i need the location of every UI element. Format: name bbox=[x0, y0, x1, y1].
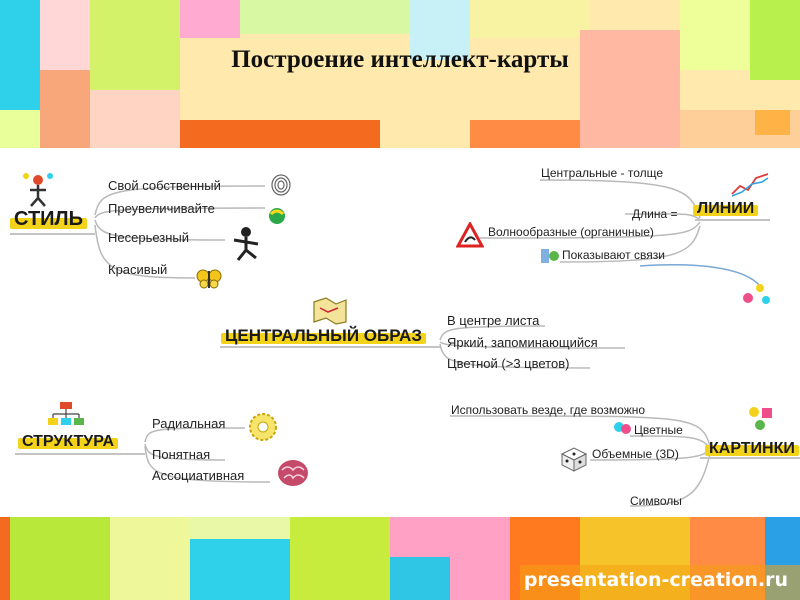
hub-lines: ЛИНИИ bbox=[693, 200, 759, 218]
hearts-icon bbox=[743, 284, 770, 304]
pictures-branch-3d: Объемные (3D) bbox=[592, 447, 679, 461]
structure-branch-clear: Понятная bbox=[152, 447, 211, 462]
globe-icon bbox=[269, 208, 285, 224]
pictures-branch-everywhere: Использовать везде, где возможно bbox=[451, 403, 646, 417]
pictures-collage-icon bbox=[749, 407, 772, 430]
watermark-text: presentation-creation.ru bbox=[523, 569, 788, 591]
pictures-branch-symbols: Символы bbox=[630, 494, 682, 508]
style-branch-beautiful: Красивый bbox=[108, 262, 168, 277]
hub-central-image: ЦЕНТРАЛЬНЫЙ ОБРАЗ bbox=[221, 326, 426, 346]
structure-branch-associative: Ассоциативная bbox=[152, 468, 245, 483]
structure-branch-radial: Радиальная bbox=[152, 416, 226, 431]
juggler-icon bbox=[23, 173, 53, 207]
central-branch-center: В центре листа bbox=[447, 313, 540, 328]
pictures-branch-colored: Цветные bbox=[634, 423, 683, 437]
chart-icon bbox=[731, 173, 769, 197]
dice-icon bbox=[560, 447, 588, 472]
central-branch-colored: Цветной (>3 цветов) bbox=[447, 356, 570, 371]
road-sign-icon bbox=[456, 222, 484, 248]
hub-style: СТИЛЬ bbox=[10, 208, 87, 231]
butterfly-icon bbox=[196, 269, 222, 289]
lines-branch-length: Длина = bbox=[632, 207, 678, 221]
style-branch-own: Свой собственный bbox=[108, 178, 221, 193]
central-branch-bright: Яркий, запоминающийся bbox=[447, 335, 598, 350]
links-icon bbox=[541, 249, 559, 263]
mind-map: СТИЛЬ Свой собственный Преувеличивайте Н… bbox=[0, 150, 800, 515]
funny-figure-icon bbox=[233, 227, 259, 261]
lines-branch-links: Показывают связи bbox=[562, 248, 665, 262]
fingerprint-icon bbox=[271, 174, 291, 196]
slide-title: Построение интеллект-карты bbox=[231, 46, 569, 73]
lines-branch-wavy: Волнообразные (органичные) bbox=[488, 225, 654, 239]
style-branch-exaggerate: Преувеличивайте bbox=[108, 201, 215, 216]
branch-lines bbox=[10, 179, 800, 507]
lines-branch-central: Центральные - толще bbox=[541, 166, 664, 180]
hub-structure: СТРУКТУРА bbox=[18, 433, 119, 451]
title-band bbox=[0, 0, 800, 148]
hierarchy-icon bbox=[48, 402, 84, 425]
style-branch-nonserious: Несерьезный bbox=[108, 230, 190, 245]
bottom-band: presentation-creation.ru bbox=[0, 517, 800, 600]
balloons-icon bbox=[614, 422, 631, 434]
brain-icon bbox=[278, 460, 308, 486]
radial-icon bbox=[249, 413, 277, 441]
map-icon bbox=[313, 297, 347, 325]
hub-pictures: КАРТИНКИ bbox=[705, 440, 799, 458]
